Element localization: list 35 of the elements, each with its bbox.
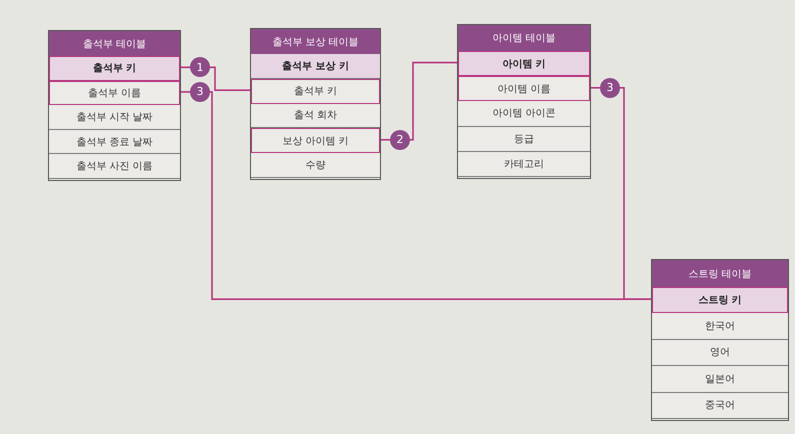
field-row: 카테고리 [458,152,590,177]
table-header: 아이템 테이블 [458,25,590,52]
field-row: 아이템 아이콘 [458,101,590,127]
number-badge: 1 [190,57,210,78]
table-header: 출석부 보상 테이블 [251,29,380,55]
connector-line [181,66,250,91]
number-badge: 3 [600,78,620,98]
key-field-row: 출석부 키 [49,56,180,81]
table-box [457,24,591,179]
number-badge: 2 [390,130,410,150]
field-row: 영어 [652,340,788,366]
field-row: 아이템 이름 [458,76,590,102]
field-row: 출석부 사진 이름 [49,154,180,179]
connector-line [381,62,457,141]
field-row: 출석 회차 [251,104,380,128]
field-row: 출석부 이름 [49,80,180,106]
key-field-row: 아이템 키 [458,51,590,76]
table-header: 출석부 테이블 [49,31,180,57]
table-box [250,28,381,180]
field-row: 출석부 종료 날짜 [49,130,180,154]
field-row: 일본어 [652,366,788,393]
key-field-row: 출석부 보상 키 [251,54,380,79]
number-badge: 3 [190,82,210,102]
key-field-row: 스트링 키 [652,287,788,314]
connector-line [591,87,651,300]
field-row: 출석부 시작 날짜 [49,105,180,130]
table-header: 스트링 테이블 [652,260,788,288]
field-row: 수량 [251,153,380,178]
field-row: 출석부 키 [251,78,380,104]
field-row: 한국어 [652,313,788,340]
field-row: 등급 [458,126,590,152]
field-row: 중국어 [652,392,788,419]
table-box [651,259,789,421]
field-row: 보상 아이템 키 [251,128,380,154]
table-box [48,30,181,181]
